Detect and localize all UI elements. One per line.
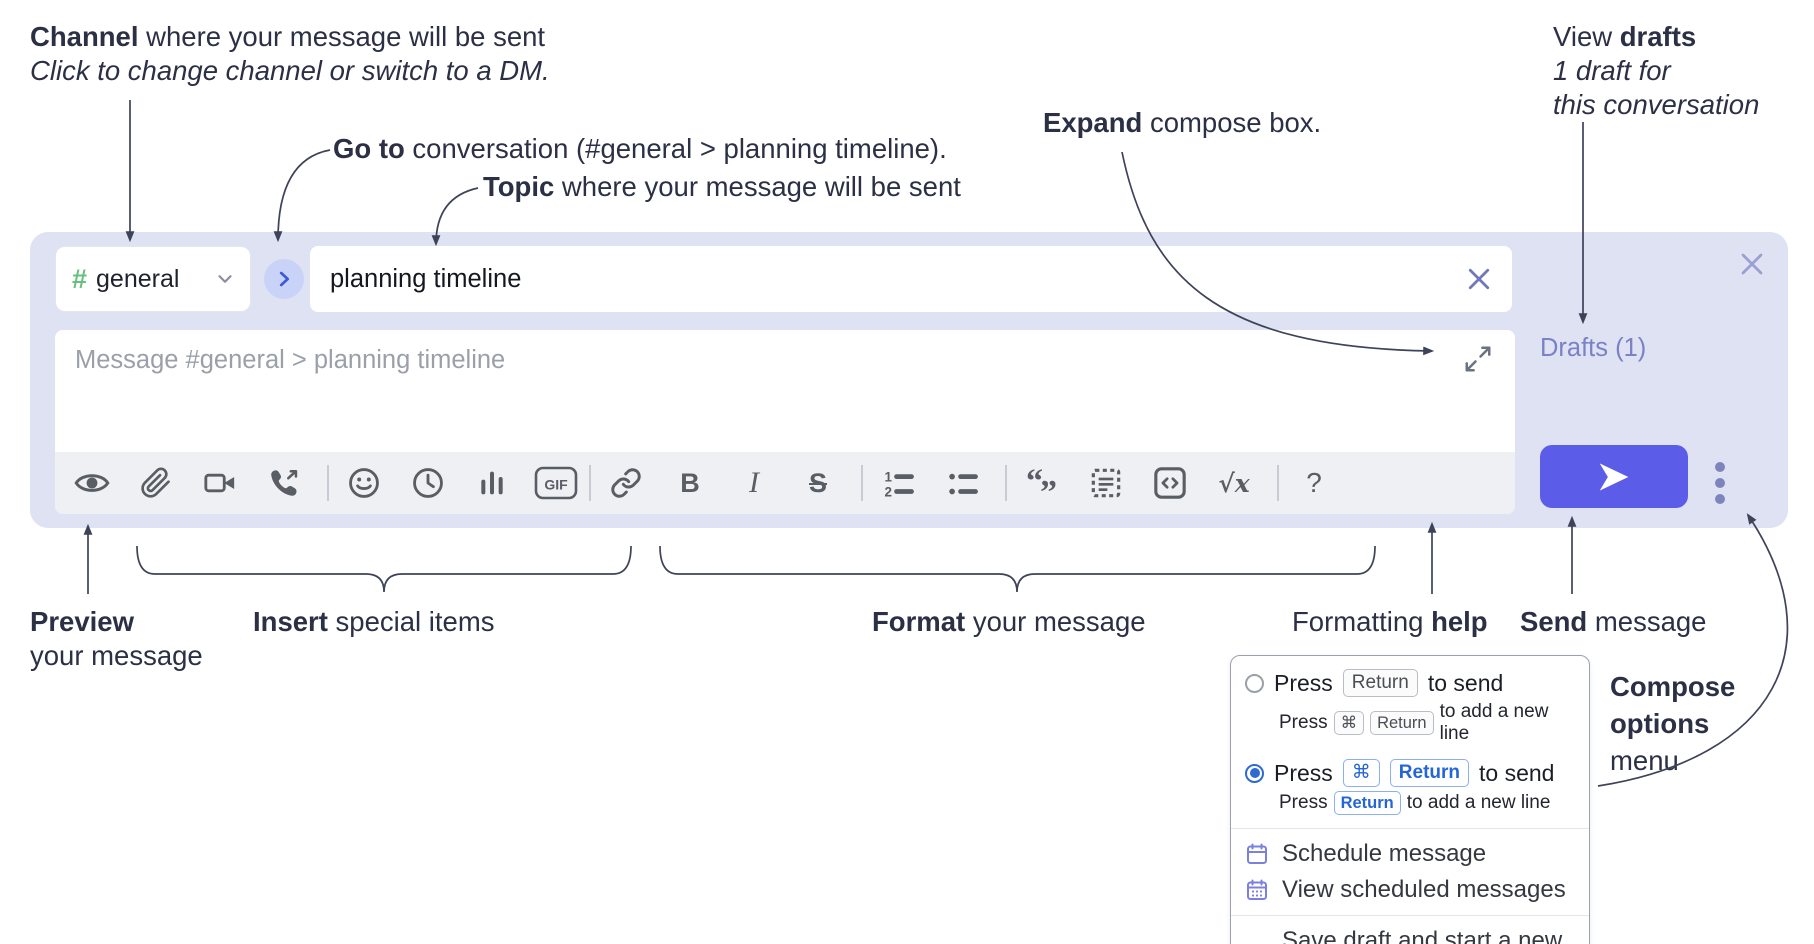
option-enter-to-send-sub: Press ⌘ Return to add a new line	[1279, 701, 1549, 744]
bold-icon[interactable]: B	[680, 467, 700, 498]
preview-icon[interactable]	[69, 460, 115, 506]
key-return: Return	[1389, 759, 1470, 787]
annotation-preview: Preview your message	[30, 606, 203, 671]
attach-file-icon[interactable]	[133, 460, 179, 506]
radio-unselected[interactable]	[1245, 673, 1264, 693]
video-call-icon[interactable]	[197, 460, 243, 506]
annotation-compose-options: Compose options menu	[1610, 671, 1736, 776]
message-box: GIF B I S 12 “”	[55, 330, 1515, 514]
annotation-channel: Channel where your message will be sent …	[30, 20, 550, 88]
topic-input[interactable]	[328, 263, 1464, 295]
toolbar-separator	[1005, 465, 1007, 501]
toolbar-separator	[589, 465, 591, 501]
help-icon[interactable]: ?	[1306, 467, 1322, 498]
gif-icon[interactable]: GIF	[533, 460, 579, 506]
annotation-send: Send message	[1520, 606, 1707, 637]
voice-call-icon[interactable]	[261, 460, 307, 506]
brace-format	[659, 545, 1376, 593]
menu-item-save-draft[interactable]: Save draft and start a new message	[1231, 923, 1589, 944]
menu-item-view-scheduled[interactable]: View scheduled messages	[1231, 872, 1589, 908]
popup-divider	[1231, 828, 1589, 829]
key-cmd: ⌘	[1342, 759, 1380, 787]
channel-name: general	[96, 264, 180, 293]
svg-text:“: “	[1026, 465, 1043, 500]
calendar-grid-icon	[1245, 878, 1269, 902]
line-goto	[273, 149, 331, 243]
chevron-right-icon	[279, 271, 290, 287]
key-cmd: ⌘	[1333, 711, 1365, 735]
option-enter-to-send[interactable]: Press Return to send	[1231, 665, 1589, 699]
clear-topic-icon[interactable]	[1464, 264, 1494, 294]
toolbar-separator	[861, 465, 863, 501]
calendar-icon	[1245, 842, 1269, 866]
toolbar-separator	[1277, 465, 1279, 501]
math-icon[interactable]: √x	[1218, 468, 1250, 498]
bulleted-list-icon[interactable]	[939, 460, 985, 506]
go-to-conversation-button[interactable]	[264, 259, 304, 299]
menu-item-schedule-message[interactable]: Schedule message	[1231, 836, 1589, 872]
strikethrough-icon[interactable]: S	[808, 467, 827, 498]
annotation-view-drafts: View drafts 1 draft for this conversatio…	[1553, 21, 1760, 120]
annotation-format: Format your message	[872, 606, 1146, 637]
annotation-topic: Topic where your message will be sent	[483, 171, 961, 202]
code-icon[interactable]	[1147, 460, 1193, 506]
annotation-insert: Insert special items	[253, 606, 495, 637]
expand-compose-icon[interactable]	[1463, 344, 1493, 374]
key-return: Return	[1333, 791, 1401, 815]
annotation-goto: Go to conversation (#general > planning …	[333, 133, 947, 164]
poll-icon[interactable]	[469, 460, 515, 506]
message-input-container	[55, 330, 1515, 452]
time-icon[interactable]	[405, 460, 451, 506]
option-cmd-enter-to-send-sub: Press Return to add a new line	[1279, 791, 1551, 815]
send-button[interactable]	[1540, 445, 1688, 508]
svg-text:”: ”	[1040, 474, 1057, 501]
toolbar-separator	[327, 465, 329, 501]
annotation-formatting-help: Formatting help	[1292, 606, 1488, 637]
compose-options-popup: Press Return to send Press ⌘ Return to a…	[1230, 655, 1590, 944]
popup-divider	[1231, 915, 1589, 916]
compose-options-icon[interactable]	[1714, 461, 1730, 509]
key-return: Return	[1370, 711, 1434, 735]
topic-input-container	[310, 246, 1512, 312]
send-icon	[1599, 462, 1629, 491]
link-icon[interactable]	[603, 460, 649, 506]
svg-text:2: 2	[885, 484, 892, 499]
channel-hash-icon: #	[72, 263, 88, 294]
compose-box: # general	[30, 232, 1788, 528]
annotation-channel-bold: Channel	[30, 21, 139, 52]
annotation-channel-line2: Click to change channel or switch to a D…	[30, 55, 550, 86]
message-input[interactable]	[55, 330, 1515, 452]
annotation-channel-rest: where your message will be sent	[138, 21, 546, 52]
emoji-icon[interactable]	[341, 460, 387, 506]
brace-insert	[136, 545, 632, 593]
annotation-expand: Expand compose box.	[1043, 107, 1322, 138]
italic-icon[interactable]: I	[749, 466, 759, 499]
drafts-link[interactable]: Drafts (1)	[1540, 334, 1647, 362]
svg-text:1: 1	[885, 470, 893, 485]
option-cmd-enter-to-send[interactable]: Press ⌘ Return to send	[1231, 755, 1589, 789]
radio-selected[interactable]	[1245, 763, 1264, 783]
channel-selector[interactable]: # general	[55, 246, 251, 312]
close-compose-icon[interactable]	[1734, 246, 1770, 282]
spoiler-icon[interactable]	[1083, 460, 1129, 506]
quote-icon[interactable]: “”	[1019, 460, 1065, 506]
chevron-down-icon	[218, 275, 232, 283]
svg-text:GIF: GIF	[544, 477, 568, 493]
key-return: Return	[1342, 669, 1418, 697]
